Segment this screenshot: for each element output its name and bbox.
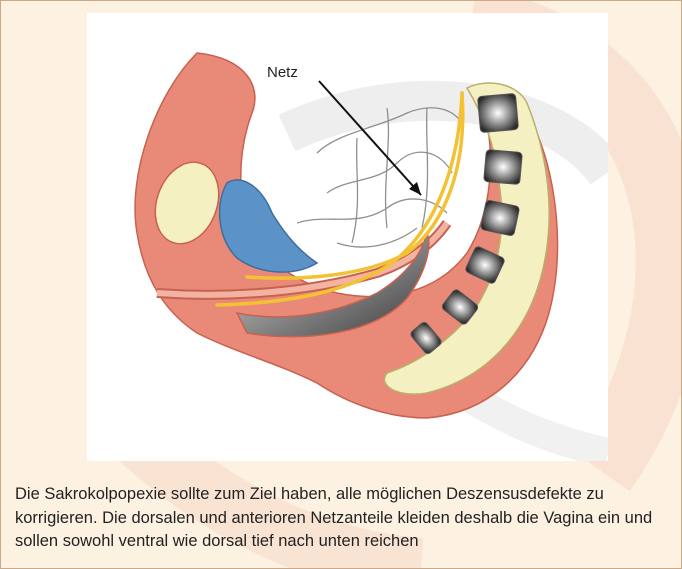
netz-label: Netz — [267, 64, 298, 81]
anatomy-illustration: Netz — [87, 13, 608, 461]
pelvis-diagram: Netz — [87, 13, 608, 461]
figure-caption: Die Sakrokolpopexie sollte zum Ziel habe… — [15, 483, 675, 554]
